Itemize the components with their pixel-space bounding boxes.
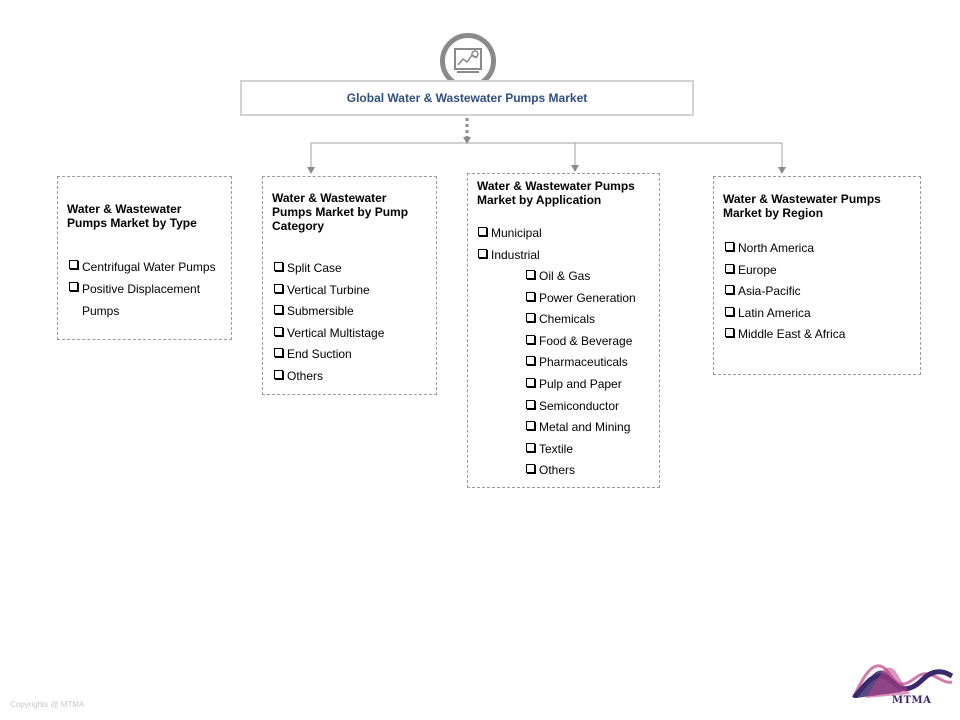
card-by-application: Water & Wastewater Pumps Market by Appli… [467,173,660,488]
list-item: Positive Displacement Pumps [68,278,226,322]
card-title-region: Water & Wastewater Pumps Market by Regio… [723,192,881,220]
list-item: Others [525,460,657,482]
list-item: Chemicals [525,309,657,331]
list-item: Submersible [273,301,433,323]
diagram-title-box: Global Water & Wastewater Pumps Market [240,80,694,116]
list-item: Vertical Multistage [273,323,433,345]
list-item: Latin America [724,303,914,325]
list-item: Food & Beverage [525,331,657,353]
list-item: Vertical Turbine [273,280,433,302]
industrial-sublist: Oil & Gas Power Generation Chemicals Foo… [525,266,657,482]
card-by-type: Water & Wastewater Pumps Market by Type … [57,176,232,340]
mountain-logo-icon [852,664,954,700]
list-item: Middle East & Africa [724,324,914,346]
card-title-type: Water & Wastewater Pumps Market by Type [67,202,197,230]
list-item: Europe [724,260,914,282]
list-item: Metal and Mining [525,417,657,439]
region-list: North America Europe Asia-Pacific Latin … [724,238,914,346]
list-item: Asia-Pacific [724,281,914,303]
list-item: Split Case [273,258,433,280]
list-item: Industrial [477,245,647,267]
list-item: Others [273,366,433,388]
pump-category-list: Split Case Vertical Turbine Submersible … [273,258,433,388]
arrow-to-application [463,137,471,144]
list-item: Municipal [477,223,647,245]
card-title-application: Water & Wastewater Pumps Market by Appli… [477,179,635,207]
card-by-region: Water & Wastewater Pumps Market by Regio… [713,176,921,375]
diagram-title: Global Water & Wastewater Pumps Market [346,91,588,105]
card-by-pump-category: Water & Wastewater Pumps Market by Pump … [262,176,437,395]
type-list: Centrifugal Water Pumps Positive Displac… [68,256,226,322]
header-icon-circle [440,33,496,89]
mtma-logo: MTMA [852,658,954,710]
list-item: Power Generation [525,288,657,310]
list-item: Semiconductor [525,396,657,418]
chart-presentation-icon [454,48,482,73]
arrow-to-category [571,165,579,172]
list-item: North America [724,238,914,260]
copyright-text: Copyrights @ MTMA [10,700,85,709]
list-item: Pulp and Paper [525,374,657,396]
list-item: Centrifugal Water Pumps [68,256,226,278]
arrow-to-region [778,167,786,174]
list-item: Pharmaceuticals [525,352,657,374]
logo-text: MTMA [892,695,932,706]
list-item: Oil & Gas [525,266,657,288]
arrow-to-type [307,167,315,174]
application-list: Municipal Industrial [477,223,647,266]
card-title-pump-category: Water & Wastewater Pumps Market by Pump … [272,191,409,233]
list-item: Textile [525,439,657,461]
list-item: End Suction [273,344,433,366]
